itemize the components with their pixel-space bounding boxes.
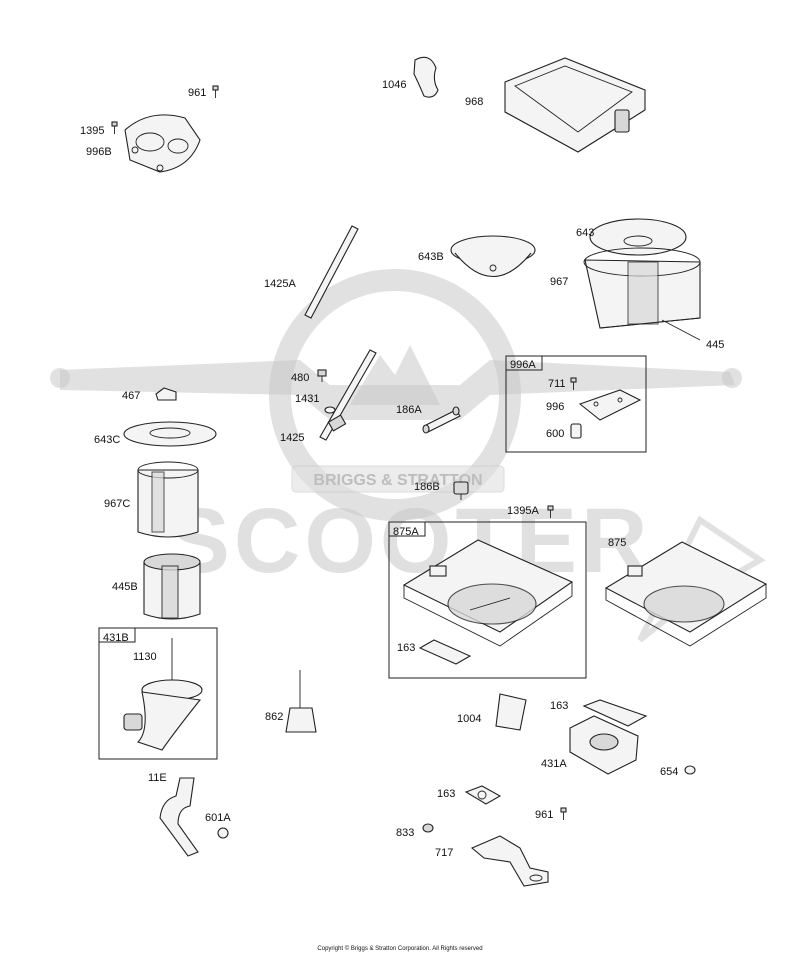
part-1425-tube[interactable] (319, 349, 377, 441)
label-961-b: 961 (535, 809, 553, 821)
part-643b-dish[interactable] (450, 235, 536, 277)
part-875a-base[interactable] (402, 539, 574, 647)
label-1431: 1431 (295, 393, 319, 405)
part-643c-cover[interactable] (123, 421, 217, 447)
label-875a: 875A (393, 526, 419, 538)
part-1395a-screw[interactable] (547, 505, 554, 518)
part-967-filter-element[interactable] (583, 247, 701, 329)
part-163-gasket-c[interactable] (464, 785, 502, 805)
box-996a (505, 355, 647, 453)
box-875a (388, 521, 587, 679)
label-654: 654 (660, 766, 678, 778)
label-643c: 643C (94, 434, 120, 446)
label-996: 996 (546, 401, 564, 413)
part-961-bolt[interactable] (212, 85, 219, 98)
watermark-badge (291, 465, 505, 493)
part-643-top-ring[interactable] (589, 218, 687, 256)
label-480: 480 (291, 372, 309, 384)
part-711-screw[interactable] (570, 377, 577, 390)
part-967c-precleaner[interactable] (137, 461, 199, 538)
watermark: BRIGGS & STRATTON SCOOTER (50, 269, 766, 643)
label-163-b: 163 (550, 700, 568, 712)
part-11e-hose[interactable] (159, 777, 199, 857)
part-862-bracket[interactable] (285, 670, 317, 733)
label-445b: 445B (112, 581, 138, 593)
part-480-screw[interactable] (317, 369, 327, 382)
label-968: 968 (465, 96, 483, 108)
label-11e: 11E (148, 772, 167, 784)
label-1425: 1425 (280, 432, 304, 444)
copyright-text: Copyright © Briggs & Stratton Corporatio… (317, 945, 482, 952)
box-431b (98, 627, 218, 760)
label-1395a: 1395A (507, 505, 539, 517)
label-875: 875 (608, 537, 626, 549)
label-163-c: 163 (437, 788, 455, 800)
label-862: 862 (265, 711, 283, 723)
part-996-bracket[interactable] (578, 389, 642, 421)
part-601a-clamp[interactable] (217, 827, 229, 839)
part-600-spacer[interactable] (570, 423, 582, 439)
part-445b-filter[interactable] (143, 553, 201, 620)
part-163-gasket-b[interactable] (582, 699, 648, 727)
label-643b: 643B (418, 251, 444, 263)
label-967c: 967C (104, 498, 130, 510)
label-1395: 1395 (80, 125, 104, 137)
part-1004-plate[interactable] (495, 693, 527, 731)
part-875-base[interactable] (604, 541, 768, 647)
label-600: 600 (546, 428, 564, 440)
part-961-bolt-b[interactable] (560, 807, 567, 820)
label-431a: 431A (541, 758, 567, 770)
label-1046: 1046 (382, 79, 406, 91)
part-186b-fitting[interactable] (453, 481, 469, 500)
part-1130-adapter[interactable] (123, 638, 203, 751)
label-833: 833 (396, 827, 414, 839)
label-186b: 186B (414, 481, 440, 493)
label-996a: 996A (510, 359, 536, 371)
watermark-badge-text: BRIGGS & STRATTON (313, 472, 482, 489)
label-163-a: 163 (397, 642, 415, 654)
part-431a-adapter[interactable] (569, 715, 639, 775)
part-717-bracket[interactable] (470, 835, 549, 887)
part-654-nut[interactable] (684, 765, 696, 775)
part-186a-fitting[interactable] (422, 406, 461, 434)
part-968-air-cleaner-cover[interactable] (504, 57, 646, 153)
part-1395-screw[interactable] (111, 121, 118, 134)
part-1425a-tube[interactable] (304, 225, 359, 319)
part-996b-bracket[interactable] (124, 114, 201, 173)
watermark-brand: SCOOTER (169, 490, 652, 592)
part-1431-washer[interactable] (324, 406, 336, 414)
part-163-gasket-a[interactable] (418, 639, 472, 665)
label-643: 643 (576, 227, 594, 239)
label-186a: 186A (396, 404, 422, 416)
label-445: 445 (706, 339, 724, 351)
label-1004: 1004 (457, 713, 481, 725)
part-833-screw[interactable] (422, 823, 434, 833)
label-1130: 1130 (133, 651, 157, 663)
label-717: 717 (435, 847, 453, 859)
leader-445 (661, 319, 701, 341)
label-601a: 601A (205, 812, 231, 824)
label-961: 961 (188, 87, 206, 99)
label-996b: 996B (86, 146, 112, 158)
label-431b: 431B (103, 632, 129, 644)
part-467-knob[interactable] (155, 387, 177, 401)
label-711: 711 (548, 378, 566, 390)
label-967: 967 (550, 276, 568, 288)
label-1425a: 1425A (264, 278, 296, 290)
label-467: 467 (122, 390, 140, 402)
part-1046-gasket[interactable] (413, 56, 439, 98)
